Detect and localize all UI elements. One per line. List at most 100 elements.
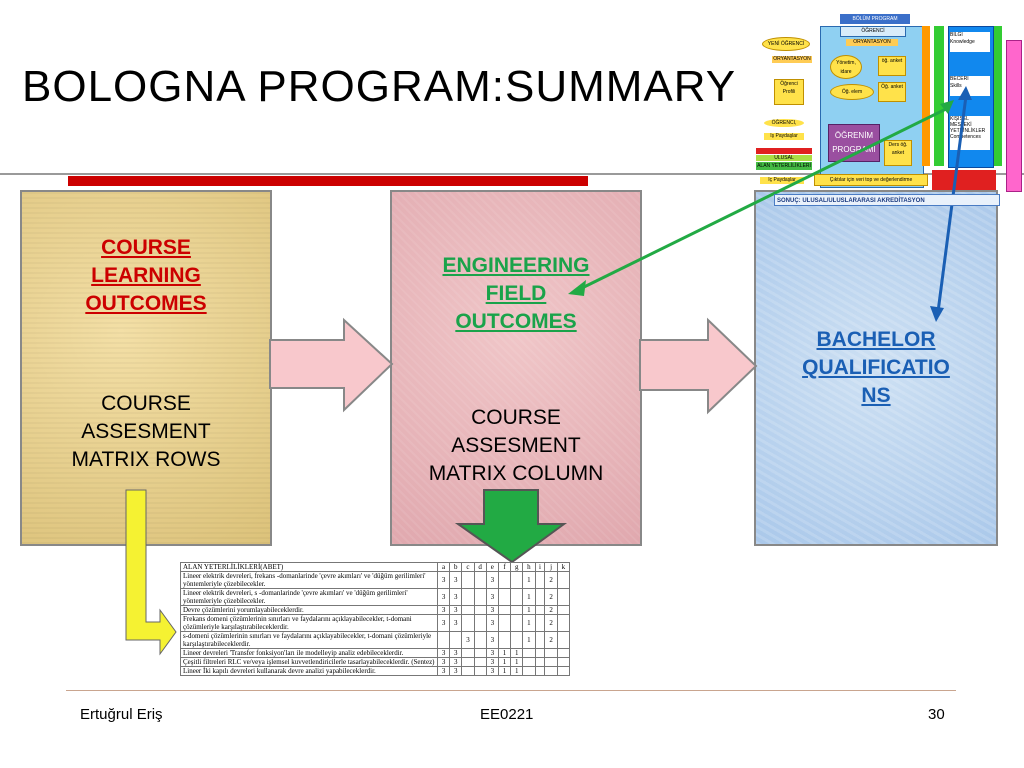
matrix-cell	[436, 631, 451, 649]
heading-line: BACHELOR	[816, 328, 936, 351]
matrix-cell	[473, 657, 487, 667]
matrix-cell: 3	[449, 614, 463, 632]
title-divider	[0, 173, 1024, 175]
matrix-cell	[510, 605, 524, 615]
matrix-cell	[473, 588, 487, 606]
matrix-cell	[534, 657, 546, 667]
title-accent-bar	[68, 176, 588, 186]
matrix-cell: 3	[436, 648, 451, 658]
matrix-cell	[522, 648, 536, 658]
matrix-column-header: b	[449, 562, 463, 572]
matrix-row-label: s-domeni çözümlerinin sınırları ve fayda…	[180, 631, 438, 649]
heading-line: NS	[861, 384, 891, 407]
heading-line: ENGINEERING	[442, 254, 590, 277]
matrix-row-label: Frekans domeni çözümlerinin sınırları ve…	[180, 614, 438, 632]
matrix-header-label: ALAN YETERLİLİKLERİ(ABET)	[180, 562, 438, 572]
sub-line: MATRIX ROWS	[71, 448, 221, 471]
matrix-cell	[556, 614, 571, 632]
matrix-cell	[556, 631, 571, 649]
course-learning-outcomes-box: COURSE LEARNING OUTCOMES COURSE ASSESMEN…	[20, 190, 272, 546]
matrix-column-header: h	[522, 562, 536, 572]
matrix-cell: 1	[522, 631, 536, 649]
matrix-cell	[534, 631, 546, 649]
matrix-row-label: Lineer İki kapılı devreleri kullanarak d…	[180, 666, 438, 676]
mini-ulusal: ULUSAL	[756, 155, 812, 161]
matrix-cell: 1	[510, 657, 524, 667]
matrix-cell: 3	[485, 571, 499, 589]
matrix-cell	[461, 648, 475, 658]
matrix-row-label: Devre çözümlerini yorumlayabileceklerdir…	[180, 605, 438, 615]
matrix-cell	[510, 588, 524, 606]
matrix-cell: 3	[436, 571, 451, 589]
matrix-cell: 3	[485, 648, 499, 658]
mini-ogrenci: ÖĞRENCİ	[840, 26, 906, 37]
heading-line: FIELD	[485, 282, 547, 305]
mini-bilgi-label: BİLGİ	[950, 32, 963, 38]
matrix-row: Lineer elektrik devreleri, s -domanlarin…	[180, 588, 571, 606]
mini-is-paydaslar: İş Paydaşlar	[764, 133, 804, 140]
mini-yonetim: Yönetim, idare	[830, 55, 862, 79]
mini-yeni-ogrenci: YENİ ÖĞRENCİ	[762, 37, 810, 51]
matrix-cell	[534, 648, 546, 658]
matrix-cell	[497, 605, 512, 615]
matrix-cell: 1	[510, 666, 524, 676]
matrix-cell	[497, 631, 512, 649]
matrix-column-header: d	[473, 562, 487, 572]
mini-knowledge-label: Knowledge	[950, 39, 975, 45]
matrix-cell: 3	[485, 614, 499, 632]
matrix-cell	[473, 605, 487, 615]
matrix-cell	[497, 614, 512, 632]
mini-bilgi: BİLGİ Knowledge	[950, 32, 990, 52]
matrix-column-header: a	[436, 562, 451, 572]
matrix-cell	[473, 666, 487, 676]
mini-ogrenci-urun: ÖĞRENCİ, ÜRÜN	[764, 119, 804, 127]
footer-page-number: 30	[928, 706, 945, 723]
matrix-cell: 3	[449, 588, 463, 606]
engineering-field-outcomes-heading: ENGINEERING FIELD OUTCOMES	[392, 252, 640, 336]
matrix-cell	[461, 571, 475, 589]
matrix-cell: 3	[449, 605, 463, 615]
matrix-cell	[544, 648, 558, 658]
matrix-cell	[449, 631, 463, 649]
mini-ic-paydaslar: İç Paydaşlar	[760, 177, 804, 184]
matrix-cell	[534, 605, 546, 615]
mini-kisisel-label: KİŞİSEL MESLEKİ YETKİNLİKLER	[950, 116, 986, 134]
mini-og-anket-2: Öğ. anket	[878, 82, 906, 102]
mini-program-ciktilari	[922, 26, 930, 166]
matrix-cell	[556, 605, 571, 615]
mini-red-label-1	[756, 148, 812, 154]
matrix-row: Lineer devreleri 'Transfer fonksiyon'lar…	[180, 648, 571, 658]
matrix-cell	[556, 571, 571, 589]
matrix-cell	[556, 657, 571, 667]
mini-skills-label: Skills	[950, 83, 962, 89]
footer-course: EE0221	[480, 706, 534, 723]
mini-ders-og-anket: Ders öğ. anket	[884, 140, 912, 166]
bachelor-qualifications-box: BACHELOR QUALIFICATIO NS	[754, 190, 998, 546]
mini-oryantasyon-2: ORYANTASYON	[772, 56, 812, 63]
matrix-cell	[461, 657, 475, 667]
slide-title: BOLOGNA PROGRAM:SUMMARY	[22, 62, 737, 111]
matrix-cell: 3	[449, 657, 463, 667]
matrix-row: Devre çözümlerini yorumlayabileceklerdir…	[180, 605, 571, 615]
mini-competences-label: Competences	[950, 134, 981, 140]
matrix-cell	[461, 605, 475, 615]
matrix-cell	[544, 657, 558, 667]
matrix-row-label: Lineer elektrik devreleri, s -domanlarin…	[180, 588, 438, 606]
matrix-cell: 3	[436, 605, 451, 615]
matrix-cell: 3	[449, 648, 463, 658]
matrix-cell: 1	[522, 614, 536, 632]
matrix-cell	[534, 666, 546, 676]
matrix-row-label: Lineer elektrik devreleri, frekans -doma…	[180, 571, 438, 589]
matrix-cell: 3	[449, 571, 463, 589]
matrix-cell: 1	[510, 648, 524, 658]
matrix-cell	[473, 614, 487, 632]
course-assesment-rows-text: COURSE ASSESMENT MATRIX ROWS	[22, 390, 270, 474]
matrix-row: Frekans domeni çözümlerinin sınırları ve…	[180, 614, 571, 632]
matrix-cell	[522, 666, 536, 676]
matrix-cell: 3	[485, 657, 499, 667]
sub-line: COURSE	[101, 392, 191, 415]
sub-line: MATRIX COLUMN	[428, 462, 604, 485]
matrix-cell: 2	[544, 605, 558, 615]
